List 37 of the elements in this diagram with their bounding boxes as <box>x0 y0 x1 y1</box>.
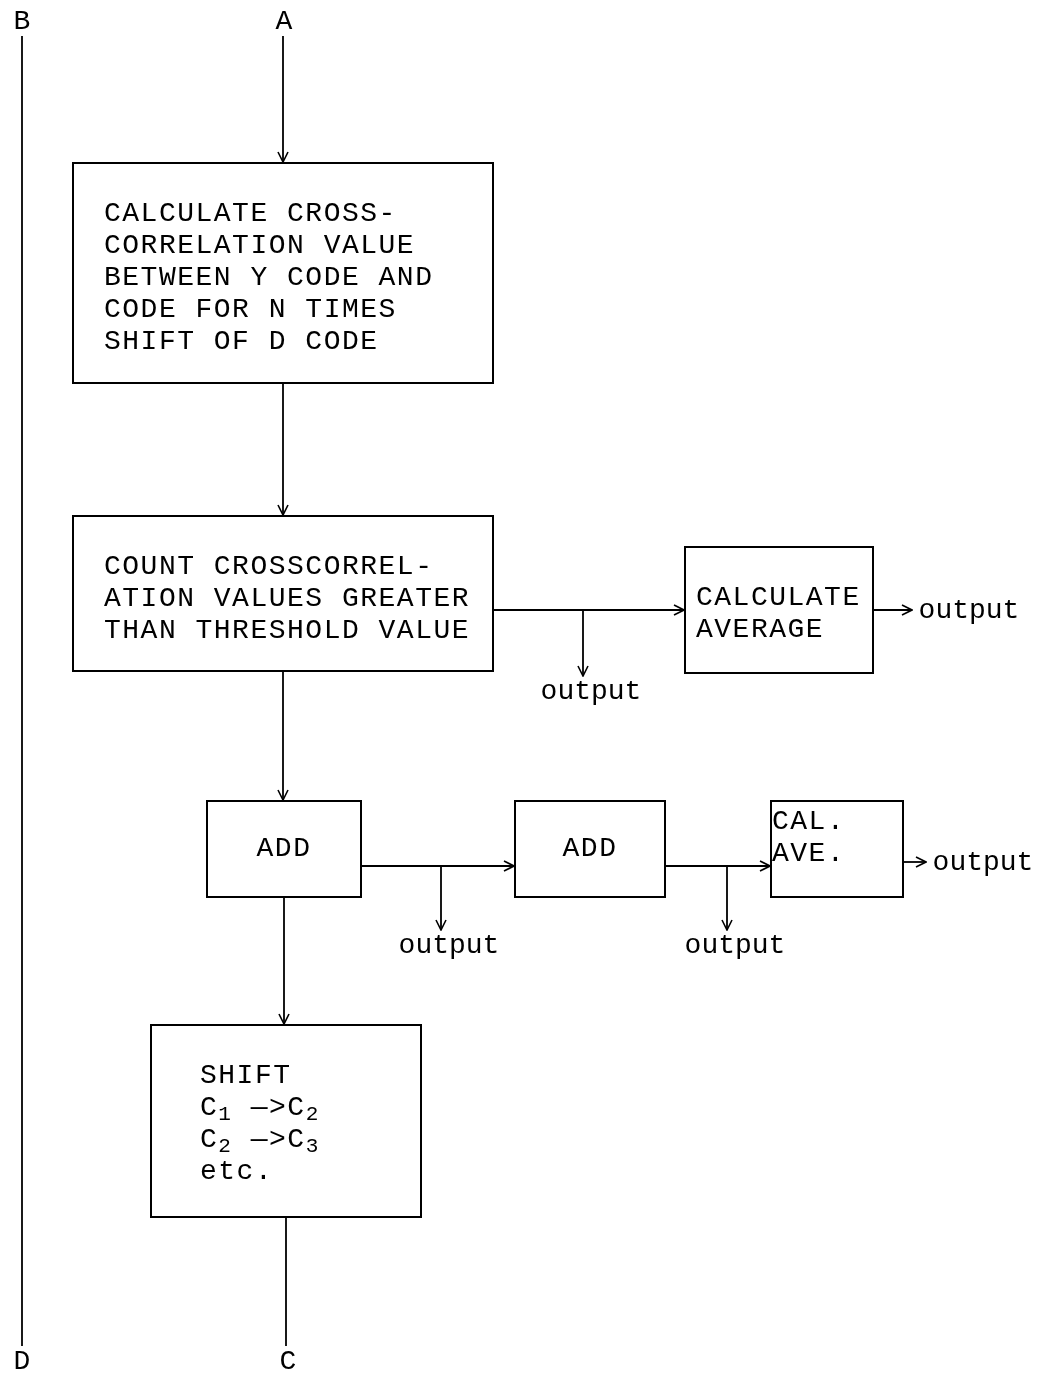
arrow <box>873 604 913 616</box>
box-text: COUNT CROSSCORREL- ATION VALUES GREATER THAN THRESHOLD VALUE <box>104 551 472 647</box>
process-box <box>72 515 494 672</box>
arrow <box>903 856 927 868</box>
box-text: ADD <box>562 833 618 865</box>
arrow <box>277 35 289 163</box>
process-box <box>72 162 494 384</box>
arrow <box>361 865 447 931</box>
terminal-label: B <box>10 6 34 36</box>
terminal-label: D <box>10 1346 34 1376</box>
arrow <box>493 609 589 677</box>
process-box <box>514 800 666 898</box>
output-label: output <box>678 930 792 960</box>
arrow <box>278 897 290 1025</box>
connector-line <box>285 1217 287 1347</box>
process-box <box>684 546 874 674</box>
box-text: C$_{2}$ —>C$_{3}$ <box>200 1124 321 1156</box>
box-text: CAL. AVE. <box>772 806 847 870</box>
output-label: output <box>912 595 1026 625</box>
box-text: etc. <box>200 1156 275 1188</box>
process-box <box>770 800 904 898</box>
box-text: CALCULATE AVERAGE <box>696 582 862 646</box>
output-label: output <box>926 847 1040 877</box>
process-box <box>150 1024 422 1218</box>
box-text: C$_{1}$ —>C$_{2}$ <box>200 1092 321 1124</box>
box-text: SHIFT <box>200 1060 293 1092</box>
arrow <box>277 383 289 516</box>
box-text: ADD <box>256 833 312 865</box>
arrow <box>277 671 289 801</box>
output-label: output <box>392 930 506 960</box>
terminal-label: C <box>276 1346 300 1376</box>
arrow <box>665 865 733 931</box>
terminal-label: A <box>272 6 296 36</box>
output-label: output <box>534 676 648 706</box>
process-box <box>206 800 362 898</box>
connector-line <box>21 35 23 1347</box>
box-text: CALCULATE CROSS- CORRELATION VALUE BETWEEN Y CODE AND CODE FOR N TIMES SHIFT OF D CODE <box>104 198 435 358</box>
